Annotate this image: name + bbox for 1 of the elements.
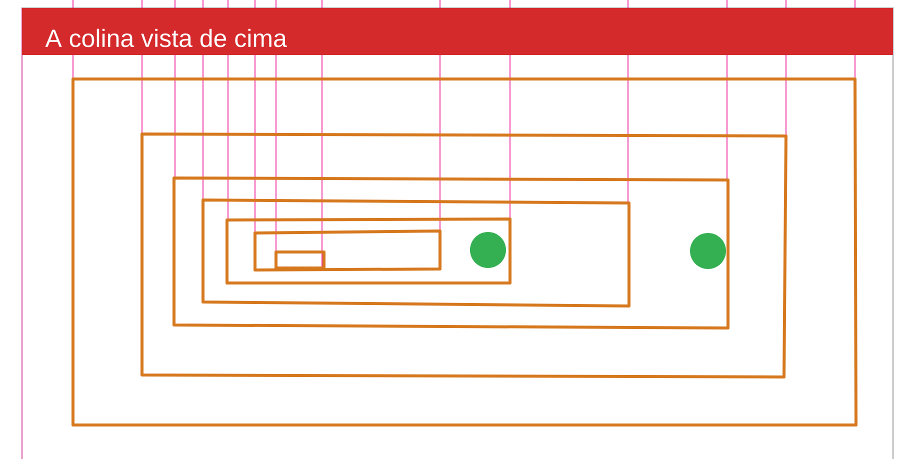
title-banner: A colina vista de cima	[22, 8, 893, 55]
